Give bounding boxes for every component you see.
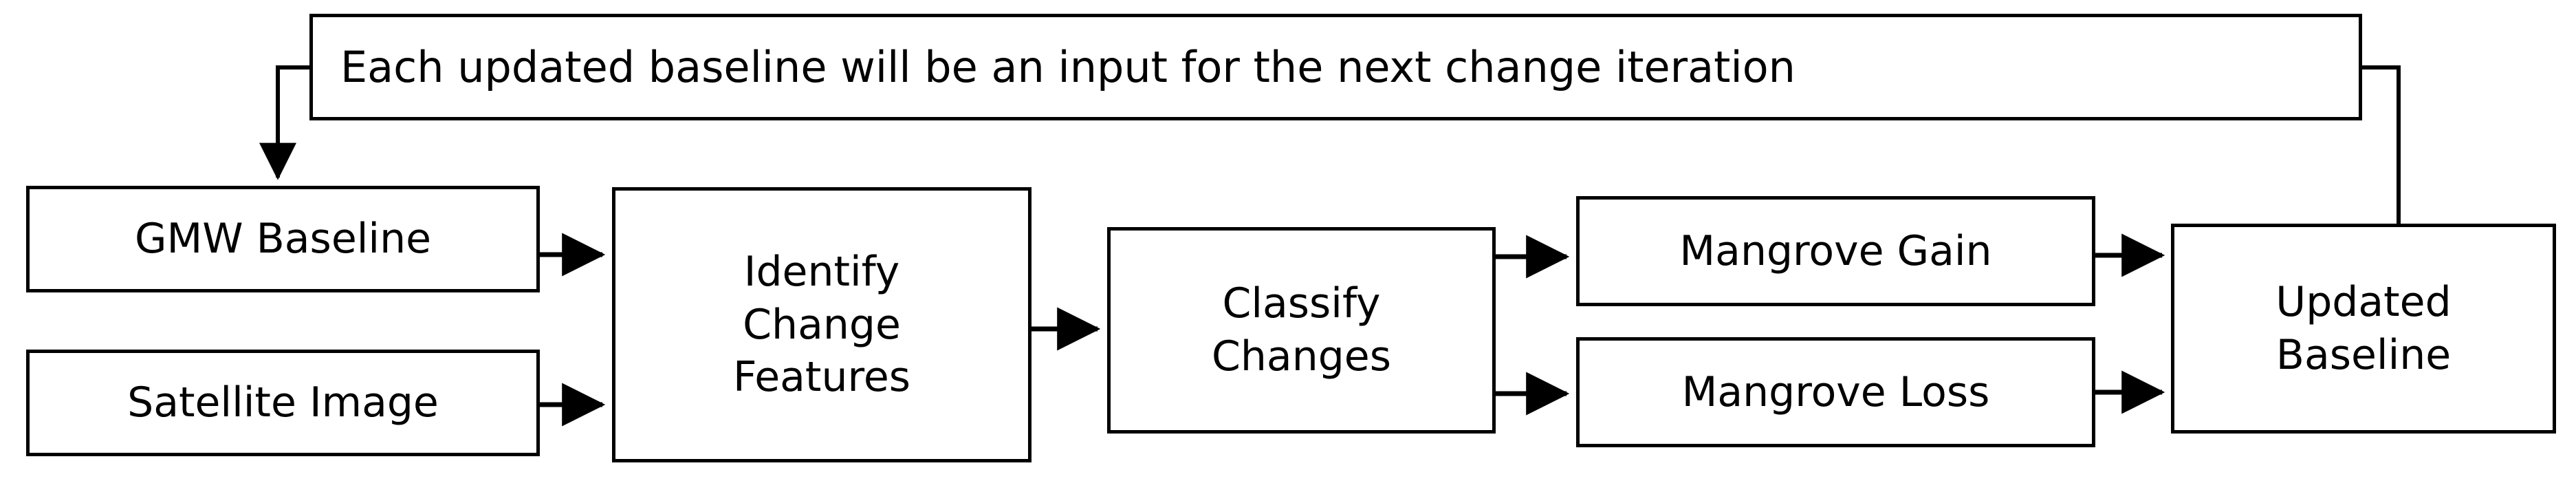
feedback-note-banner: Each updated baseline will be an input f… bbox=[309, 14, 2362, 120]
node-updated-baseline: Updated Baseline bbox=[2171, 224, 2556, 434]
node-satellite-image: Satellite Image bbox=[26, 350, 540, 456]
node-mangrove-gain-label: Mangrove Gain bbox=[1679, 226, 1992, 275]
node-mangrove-loss: Mangrove Loss bbox=[1576, 337, 2095, 447]
node-gmw-baseline-label: GMW Baseline bbox=[134, 215, 432, 264]
node-mangrove-loss-label: Mangrove Loss bbox=[1681, 367, 1990, 416]
node-mangrove-gain: Mangrove Gain bbox=[1576, 196, 2095, 306]
node-gmw-baseline: GMW Baseline bbox=[26, 186, 540, 292]
node-identify-change-features: Identify Change Features bbox=[612, 187, 1032, 462]
edge-banner-to-gmw bbox=[259, 65, 309, 180]
node-classify-changes-label: Classify Changes bbox=[1212, 279, 1391, 381]
node-updated-baseline-label: Updated Baseline bbox=[2275, 277, 2452, 379]
feedback-note-label: Each updated baseline will be an input f… bbox=[340, 41, 1795, 92]
edge-updated-to-banner bbox=[2362, 65, 2401, 224]
node-classify-changes: Classify Changes bbox=[1107, 227, 1496, 434]
node-identify-change-features-label: Identify Change Features bbox=[733, 247, 910, 402]
node-satellite-image-label: Satellite Image bbox=[127, 378, 439, 427]
